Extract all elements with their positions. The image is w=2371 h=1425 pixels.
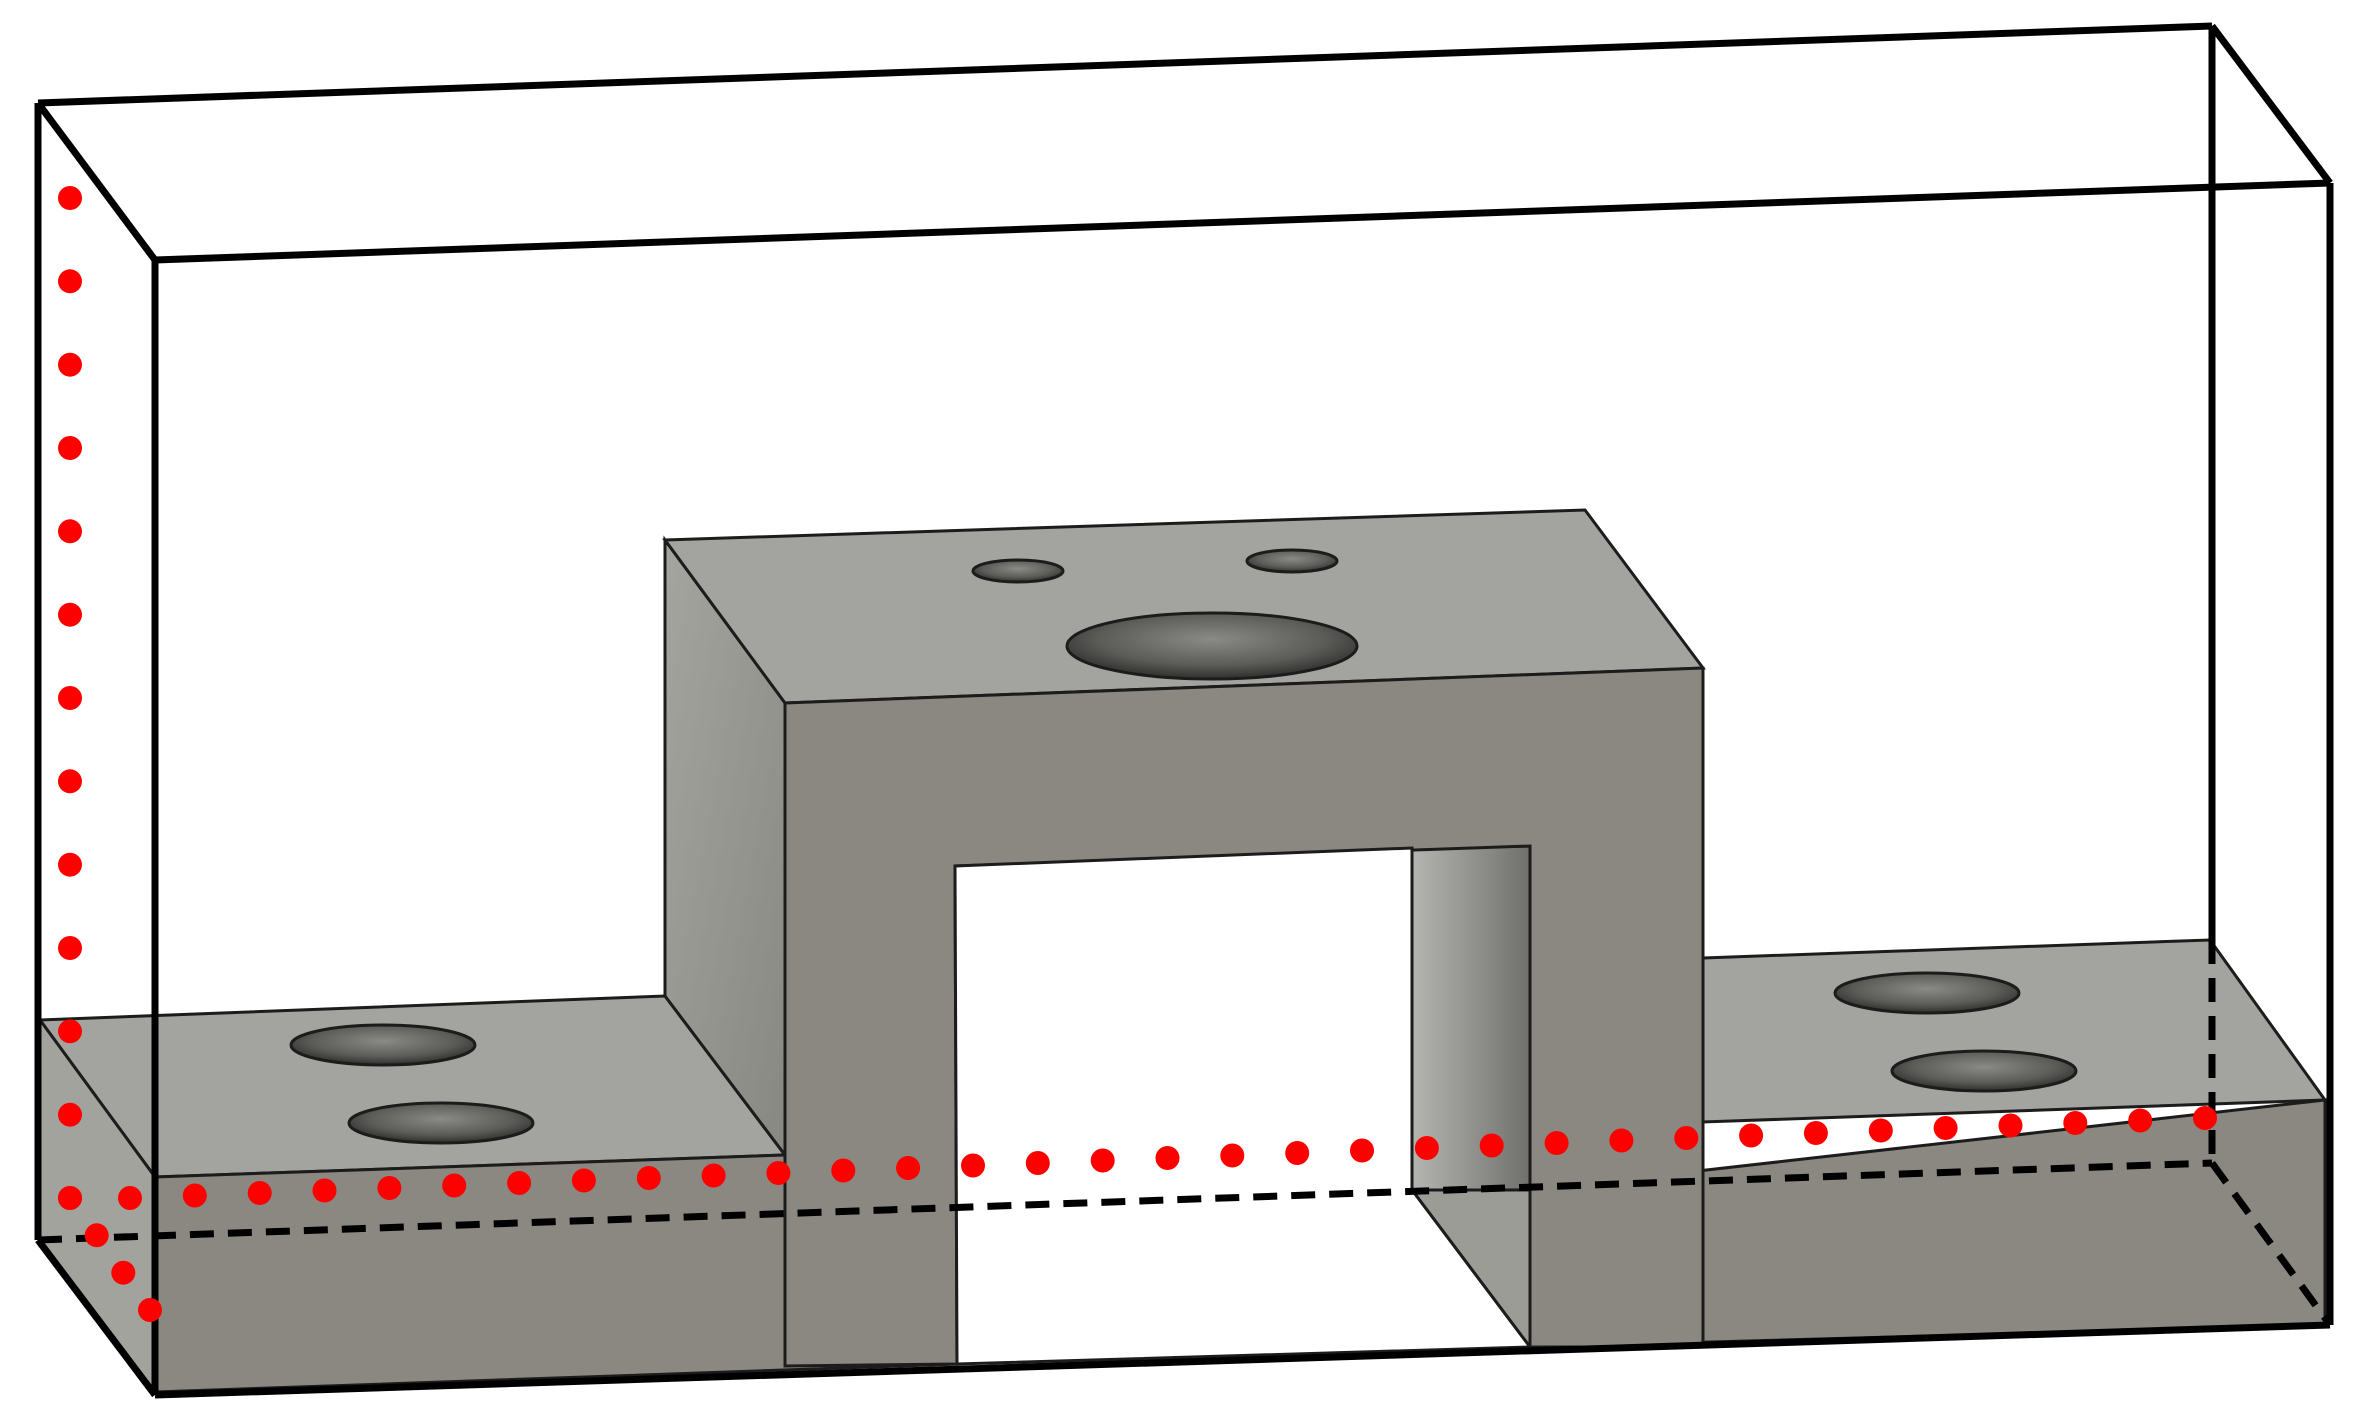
red-dotted-markers [58,186,2217,1322]
horizontal-marker-dot [1090,1148,1115,1173]
horizontal-marker-dot [247,1181,272,1205]
horizontal-marker-dot [1414,1136,1439,1160]
box-left-bottom-edge [35,1237,158,1398]
horizontal-marker-dot [1803,1121,1828,1145]
vertical-marker-dot [58,519,82,544]
horizontal-marker-dot [571,1168,596,1193]
vertical-marker-dot [58,769,82,794]
vertical-marker-dot [58,1102,82,1127]
diagonal-marker-dot [84,1223,109,1248]
horizontal-marker-dot [118,1186,142,1210]
horizontal-marker-dot [182,1183,207,1208]
horizontal-marker-dot [701,1163,726,1188]
box-right-top-edge [2209,23,2333,186]
vertical-marker-dot [58,852,82,877]
box-front-bottom-edge [154,1321,2331,1399]
horizontal-marker-dot [377,1176,402,1200]
horizontal-marker-dot [1479,1133,1504,1158]
box-back-top-edge [37,22,2213,107]
hidden-back-bottom-edge [37,1159,2213,1244]
hidden-edges [37,940,2333,1328]
horizontal-marker-dot [1933,1116,1958,1140]
horizontal-marker-dot [831,1158,856,1183]
horizontal-marker-dot [1739,1123,1764,1148]
horizontal-marker-dot [961,1153,985,1178]
vertical-marker-dot [58,602,82,627]
tower-front-face [783,666,1705,1368]
box-front-top-edge [154,179,2331,264]
horizontal-marker-dot [1220,1143,1245,1168]
box-left-top-edge [35,100,158,263]
vertical-marker-dot [58,436,82,460]
vertical-marker-dot [58,1019,82,1044]
tower-small-hole-right [1245,548,1339,574]
left-step-hole-front [347,1101,535,1145]
left-step-hole-rear [289,1023,477,1067]
vertical-marker-dot [58,352,82,377]
right-step-hole-front [1890,1049,2078,1093]
right-step-hole-rear [1833,971,2021,1015]
vertical-marker-dot [58,936,82,960]
horizontal-marker-dot [1350,1138,1374,1163]
bracket-part [37,508,2328,1397]
horizontal-marker-dot [312,1178,337,1203]
horizontal-marker-dot [442,1173,467,1198]
diagonal-marker-dot [111,1260,136,1285]
tower-small-hole-left [971,558,1065,584]
holes [289,548,2078,1145]
diagonal-marker-dot [138,1298,162,1322]
vertical-marker-dot [58,186,82,210]
horizontal-marker-dot [1674,1126,1699,1150]
right-step-top-face [1701,938,2328,1124]
vertical-marker-dot [58,269,82,294]
horizontal-marker-dot [507,1171,532,1195]
horizontal-marker-dot [896,1156,921,1180]
arch-opening [953,846,1533,1366]
horizontal-marker-dot [1025,1151,1050,1175]
hidden-right-bottom-edge [2209,1160,2333,1328]
horizontal-marker-dot [2063,1111,2088,1135]
diagonal-marker-dot [58,1186,82,1210]
horizontal-marker-dot [1868,1118,1893,1143]
horizontal-marker-dot [2193,1106,2217,1130]
horizontal-marker-dot [1998,1113,2023,1138]
horizontal-marker-dot [1285,1141,1310,1165]
horizontal-marker-dot [1155,1146,1180,1170]
horizontal-marker-dot [1609,1128,1634,1153]
tower-large-hole [1065,611,1359,681]
vertical-marker-dot [58,686,82,710]
horizontal-marker-dot [1544,1131,1569,1155]
horizontal-marker-dot [2128,1108,2153,1133]
horizontal-marker-dot [636,1166,661,1190]
bounding-box [34,22,2334,1399]
horizontal-marker-dot [766,1161,791,1185]
